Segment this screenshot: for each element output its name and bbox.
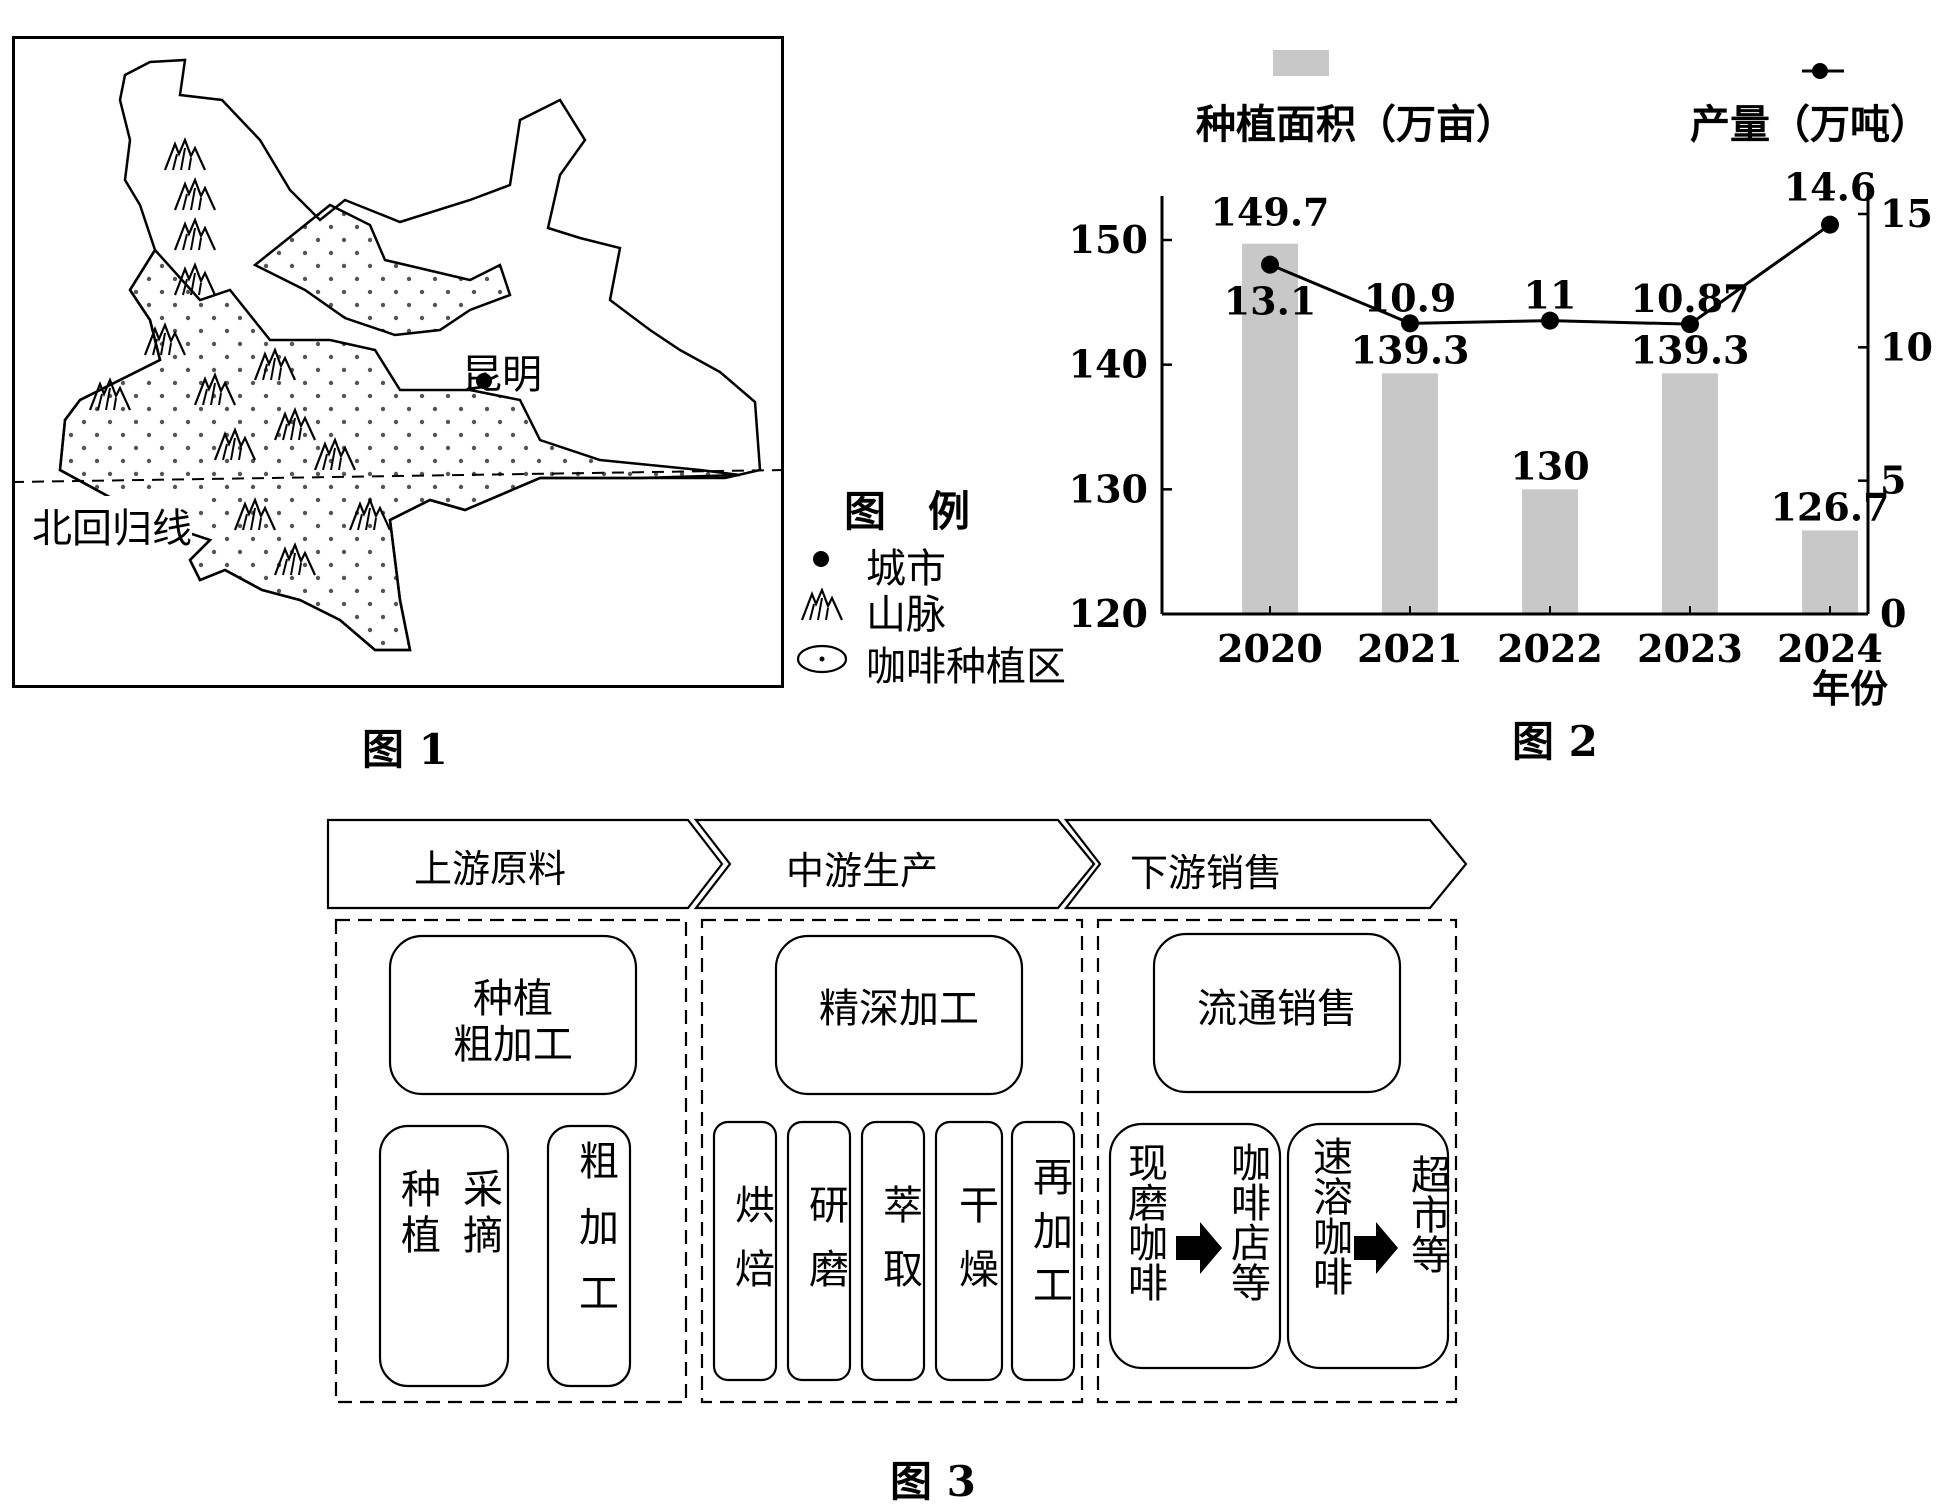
y-right-tick-label-10: 10: [1880, 324, 1933, 369]
line-label-2023: 10.87: [1631, 276, 1750, 321]
city-dot-icon: [813, 551, 829, 567]
bar-label-2021: 139.3: [1351, 327, 1470, 372]
map-legend: 图 例 城市 山脉 咖啡种植区: [790, 470, 1090, 690]
main-box-midstream: 精深加工: [819, 986, 979, 1032]
stage-header-upstream: 上游原料: [414, 847, 567, 891]
line-label-2024: 14.6: [1784, 165, 1877, 210]
midstream-item-dry: 干燥: [952, 1184, 998, 1312]
stage-header-downstream: 下游销售: [1130, 851, 1283, 895]
legend-coffee-label: 咖啡种植区: [866, 644, 1066, 690]
bar-label-2023: 139.3: [1631, 327, 1750, 372]
midstream-item-grind: 研磨: [802, 1184, 848, 1312]
x-tick-label-2020: 2020: [1217, 626, 1323, 671]
figure-1-map: [12, 36, 784, 688]
midstream-item-reprocess: 再加工: [1026, 1156, 1072, 1318]
city-label-kunming: 昆明: [462, 352, 542, 398]
legend-line-label: 产量（万吨）: [1690, 101, 1930, 148]
production-point-2023: [1681, 315, 1699, 334]
city-kunming-dot: [476, 373, 492, 389]
production-point-2021: [1401, 314, 1419, 333]
production-point-2020: [1261, 255, 1279, 274]
y-left-tick-label-130: 130: [1069, 466, 1148, 511]
legend-city-label: 城市: [866, 546, 946, 592]
upstream-item-pick: 采摘: [456, 1168, 502, 1260]
x-tick-label-2024: 2024: [1777, 626, 1883, 671]
y-right-tick-label-5: 5: [1880, 458, 1906, 503]
coffee-zone-north: [252, 203, 512, 337]
y-left-tick-label-120: 120: [1069, 591, 1148, 636]
downstream-item-instant: 速溶咖啡: [1306, 1136, 1352, 1296]
x-axis-label: 年份: [1812, 666, 1889, 711]
map-drawing: [11, 58, 785, 652]
coffee-chart: 120 130 140 150 0 5 10 15 2020 2021 2022 2023 2024 14…: [1069, 165, 1933, 671]
downstream-item-cafe: 咖啡店等: [1224, 1142, 1270, 1302]
bar-2020: [1242, 243, 1298, 615]
legend-title: 图 例: [844, 487, 971, 536]
main-box-upstream: 种植 粗加工: [453, 976, 573, 1068]
bar-2023: [1662, 373, 1718, 614]
figure-2-caption: 图 2: [1512, 717, 1598, 766]
bar-label-2020: 149.7: [1211, 190, 1330, 235]
tropic-label: 北回归线: [32, 496, 192, 554]
line-label-2020: 13.1: [1224, 279, 1317, 324]
arrow-icon-1: [1176, 1222, 1222, 1274]
dotted-oval-icon: [796, 644, 848, 674]
bar-2021: [1382, 373, 1438, 614]
legend-line-icon: [1802, 63, 1844, 79]
x-tick-label-2022: 2022: [1497, 626, 1603, 671]
y-left-tick-label-140: 140: [1069, 342, 1148, 387]
downstream-item-fresh-ground: 现磨咖啡: [1121, 1142, 1167, 1302]
midstream-item-roast: 烘焙: [728, 1184, 774, 1312]
production-point-2024: [1821, 215, 1839, 234]
x-tick-label-2023: 2023: [1637, 626, 1743, 671]
upstream-item-plant: 种植: [394, 1168, 440, 1260]
tropic-line: [11, 469, 785, 483]
bar-label-2024: 126.7: [1771, 484, 1890, 529]
line-label-2021: 10.9: [1364, 275, 1457, 320]
figure-1-caption: 图 1: [362, 725, 448, 774]
stage-arrow-downstream: [1063, 818, 1468, 910]
stage-panel-downstream: [1096, 918, 1458, 1404]
stage-arrow-midstream: [693, 818, 1096, 910]
downstream-item-supermarket: 超市等: [1404, 1154, 1450, 1274]
line-label-2022: 11: [1524, 273, 1577, 318]
bar-2024: [1802, 530, 1858, 614]
legend-bar-swatch: [1273, 50, 1329, 76]
bar-2022: [1522, 489, 1578, 614]
stage-header-midstream: 中游生产: [786, 849, 939, 893]
production-point-2022: [1541, 311, 1559, 330]
figure-3-caption: 图 3: [890, 1457, 976, 1506]
legend-mountain-label: 山脉: [866, 592, 946, 638]
stage-panel-midstream: [700, 918, 1084, 1404]
bar-label-2022: 130: [1510, 443, 1589, 488]
arrow-icon-2: [1354, 1222, 1398, 1274]
x-tick-label-2021: 2021: [1357, 626, 1463, 671]
y-left-tick-label-150: 150: [1069, 217, 1148, 262]
y-right-tick-label-15: 15: [1880, 191, 1933, 236]
y-right-tick-label-0: 0: [1880, 591, 1906, 636]
midstream-item-extract: 萃取: [876, 1184, 922, 1312]
legend-bar-label: 种植面积（万亩）: [1196, 101, 1516, 148]
upstream-item-rough: 粗加工: [572, 1140, 618, 1338]
coffee-zone-south: [58, 247, 741, 652]
stage-arrow-upstream: [326, 818, 724, 910]
main-box-downstream: 流通销售: [1197, 986, 1357, 1032]
